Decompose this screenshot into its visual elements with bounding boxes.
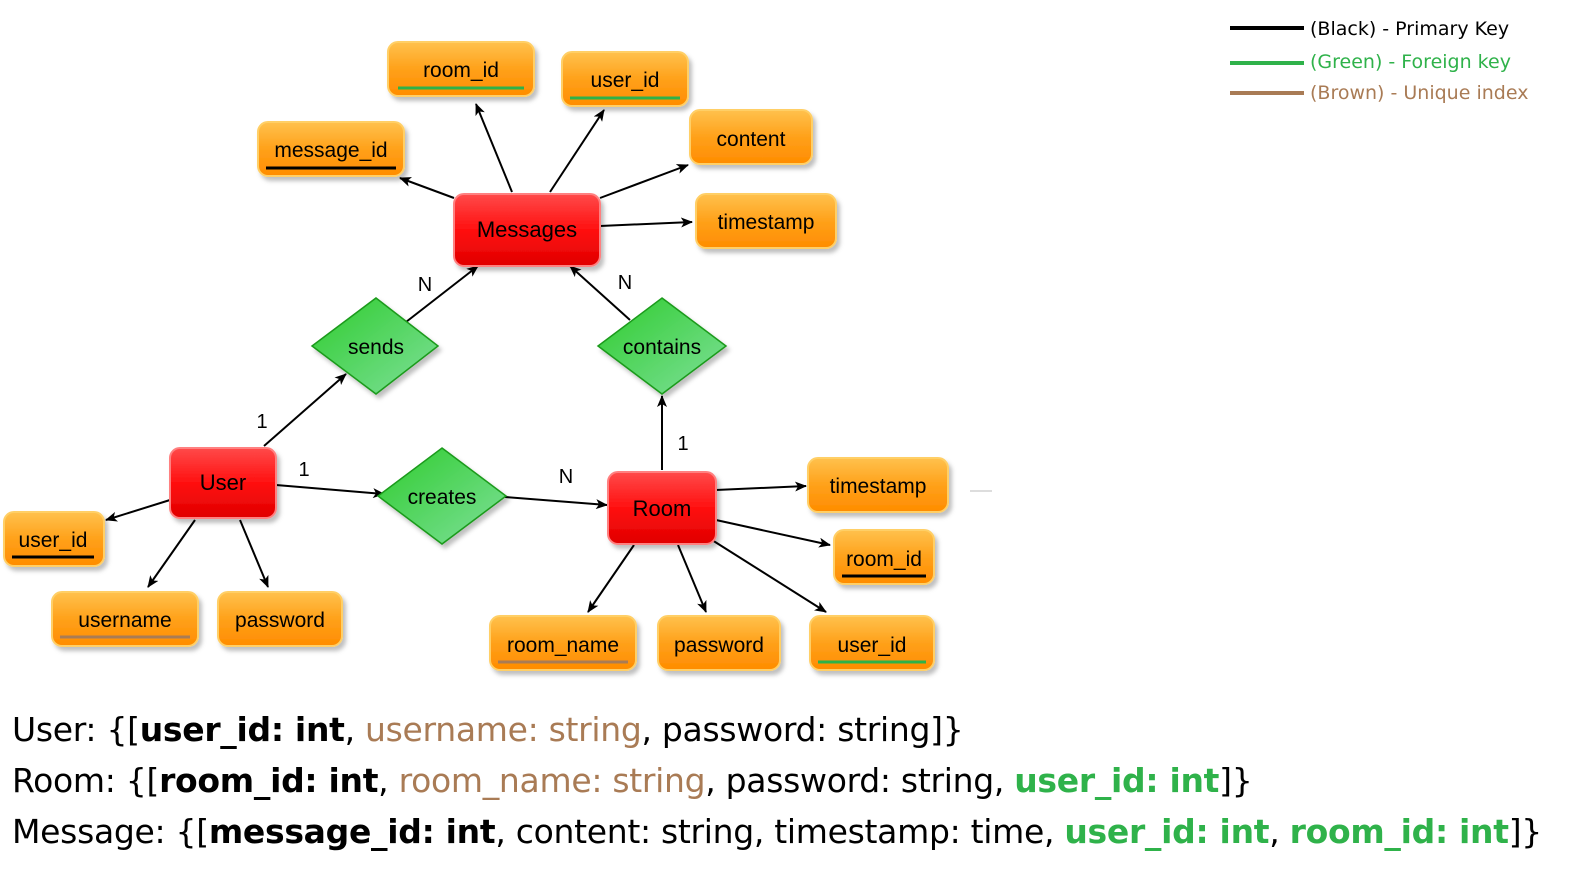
- schema-room-suffix: ]}: [1219, 761, 1253, 800]
- schema-user-sep: ,: [344, 710, 365, 749]
- schema-room-unique: room_name: string: [398, 761, 706, 800]
- attribute-msg-content: content: [689, 109, 813, 165]
- relationship-label: creates: [408, 486, 477, 509]
- schema-room-fk: user_id: int: [1014, 761, 1220, 800]
- edge-user-password: [239, 519, 269, 588]
- attribute-user-user_id: user_id: [3, 511, 105, 567]
- edge-user-user_id: [105, 499, 171, 522]
- relationship-sends: sends: [310, 297, 440, 395]
- relationship-label: contains: [623, 336, 701, 359]
- edge-room-room_name: [587, 544, 635, 613]
- edge-room-timestamp: [715, 481, 807, 492]
- edge-user-creates: [275, 484, 385, 499]
- schema-room-sep: ,: [378, 761, 399, 800]
- attribute-room-user_id: user_id: [809, 615, 935, 671]
- schema-room: Room: {[room_id: int, room_name: string,…: [12, 761, 1253, 800]
- attribute-room-room_id: room_id: [833, 529, 935, 585]
- edge-room-room_id: [715, 519, 831, 548]
- attribute-label: room_name: [507, 634, 619, 657]
- schema-room-pk: room_id: int: [159, 761, 379, 800]
- legend-primary-key: (Black) - Primary Key: [1310, 18, 1509, 40]
- attribute-user-username: username: [51, 591, 199, 647]
- legend: (Black) - Primary Key (Green) - Foreign …: [1230, 18, 1528, 104]
- entity-label: Messages: [477, 217, 577, 242]
- edge-messages-timestamp: [599, 217, 693, 228]
- attribute-label: user_id: [19, 529, 88, 552]
- schema-message-fk-room: room_id: int: [1289, 812, 1509, 851]
- attribute-msg-room_id: room_id: [387, 41, 535, 97]
- schema-room-prefix: Room: {[: [12, 761, 160, 800]
- entity-label: User: [200, 470, 246, 495]
- schema-user-rest: , password: string]}: [641, 710, 964, 749]
- schema-user-unique: username: string: [365, 710, 642, 749]
- legend-unique-index: (Brown) - Unique index: [1310, 82, 1528, 104]
- edge-messages-room_id: [475, 103, 513, 193]
- schema-message-prefix: Message: {[: [12, 812, 209, 851]
- attribute-label: user_id: [838, 634, 907, 657]
- attribute-msg-timestamp: timestamp: [695, 193, 837, 249]
- entity-room: Room: [607, 471, 717, 545]
- schema-user-prefix: User: {[: [12, 710, 140, 749]
- schema-room-mid: , password: string,: [705, 761, 1015, 800]
- attribute-msg-user_id: user_id: [561, 51, 689, 107]
- edge-user-sends: [263, 373, 347, 447]
- attribute-label: message_id: [274, 139, 387, 162]
- attribute-user-password: password: [217, 591, 343, 647]
- edge-messages-content: [599, 164, 689, 199]
- attribute-label: room_id: [423, 59, 499, 82]
- entity-user: User: [169, 447, 277, 519]
- cardinality-contains-messages: N: [618, 272, 632, 294]
- relationship-creates: creates: [376, 447, 508, 545]
- edge-contains-messages: [569, 265, 631, 321]
- attribute-label: password: [674, 634, 764, 657]
- relationship-contains: contains: [596, 297, 728, 395]
- entity-messages: Messages: [453, 193, 601, 267]
- attribute-label: username: [78, 609, 171, 632]
- edge-sends-messages: [405, 265, 479, 323]
- cardinality-user-creates: 1: [298, 459, 309, 481]
- schema-message-pk: message_id: int: [208, 812, 496, 851]
- schema-message-sep: ,: [1269, 812, 1290, 851]
- schema-message-mid: , content: string, timestamp: time,: [495, 812, 1065, 851]
- attribute-room-room_name: room_name: [489, 615, 637, 671]
- edge-room-password: [677, 544, 707, 613]
- attribute-room-password: password: [657, 615, 781, 671]
- schema-user-pk: user_id: int: [139, 710, 345, 749]
- edge-user-username: [147, 519, 196, 588]
- cardinality-user-sends: 1: [256, 411, 267, 433]
- schema-user: User: {[user_id: int, username: string, …: [12, 710, 964, 749]
- relationship-label: sends: [348, 336, 404, 359]
- attribute-label: timestamp: [830, 475, 927, 498]
- edge-messages-user_id: [549, 109, 605, 193]
- schema-message-fk-user: user_id: int: [1064, 812, 1270, 851]
- cardinality-sends-messages: N: [418, 274, 432, 296]
- schema-message: Message: {[message_id: int, content: str…: [12, 812, 1542, 851]
- schema-message-suffix: ]}: [1508, 812, 1543, 851]
- attribute-label: user_id: [591, 69, 660, 92]
- edge-room-user_id: [711, 539, 827, 613]
- entity-label: Room: [633, 496, 692, 521]
- attribute-label: password: [235, 609, 325, 632]
- edge-creates-room: [504, 496, 608, 510]
- edge-messages-message_id: [399, 177, 455, 199]
- attribute-msg-message_id: message_id: [257, 121, 405, 177]
- cardinality-room-contains: 1: [677, 433, 688, 455]
- cardinality-creates-room: N: [559, 466, 573, 488]
- attribute-label: room_id: [846, 548, 922, 571]
- attribute-room-timestamp: timestamp: [807, 457, 949, 513]
- legend-foreign-key: (Green) - Foreign key: [1310, 51, 1511, 73]
- attribute-label: content: [717, 128, 786, 151]
- attribute-label: timestamp: [718, 211, 815, 234]
- connectors: [105, 103, 992, 613]
